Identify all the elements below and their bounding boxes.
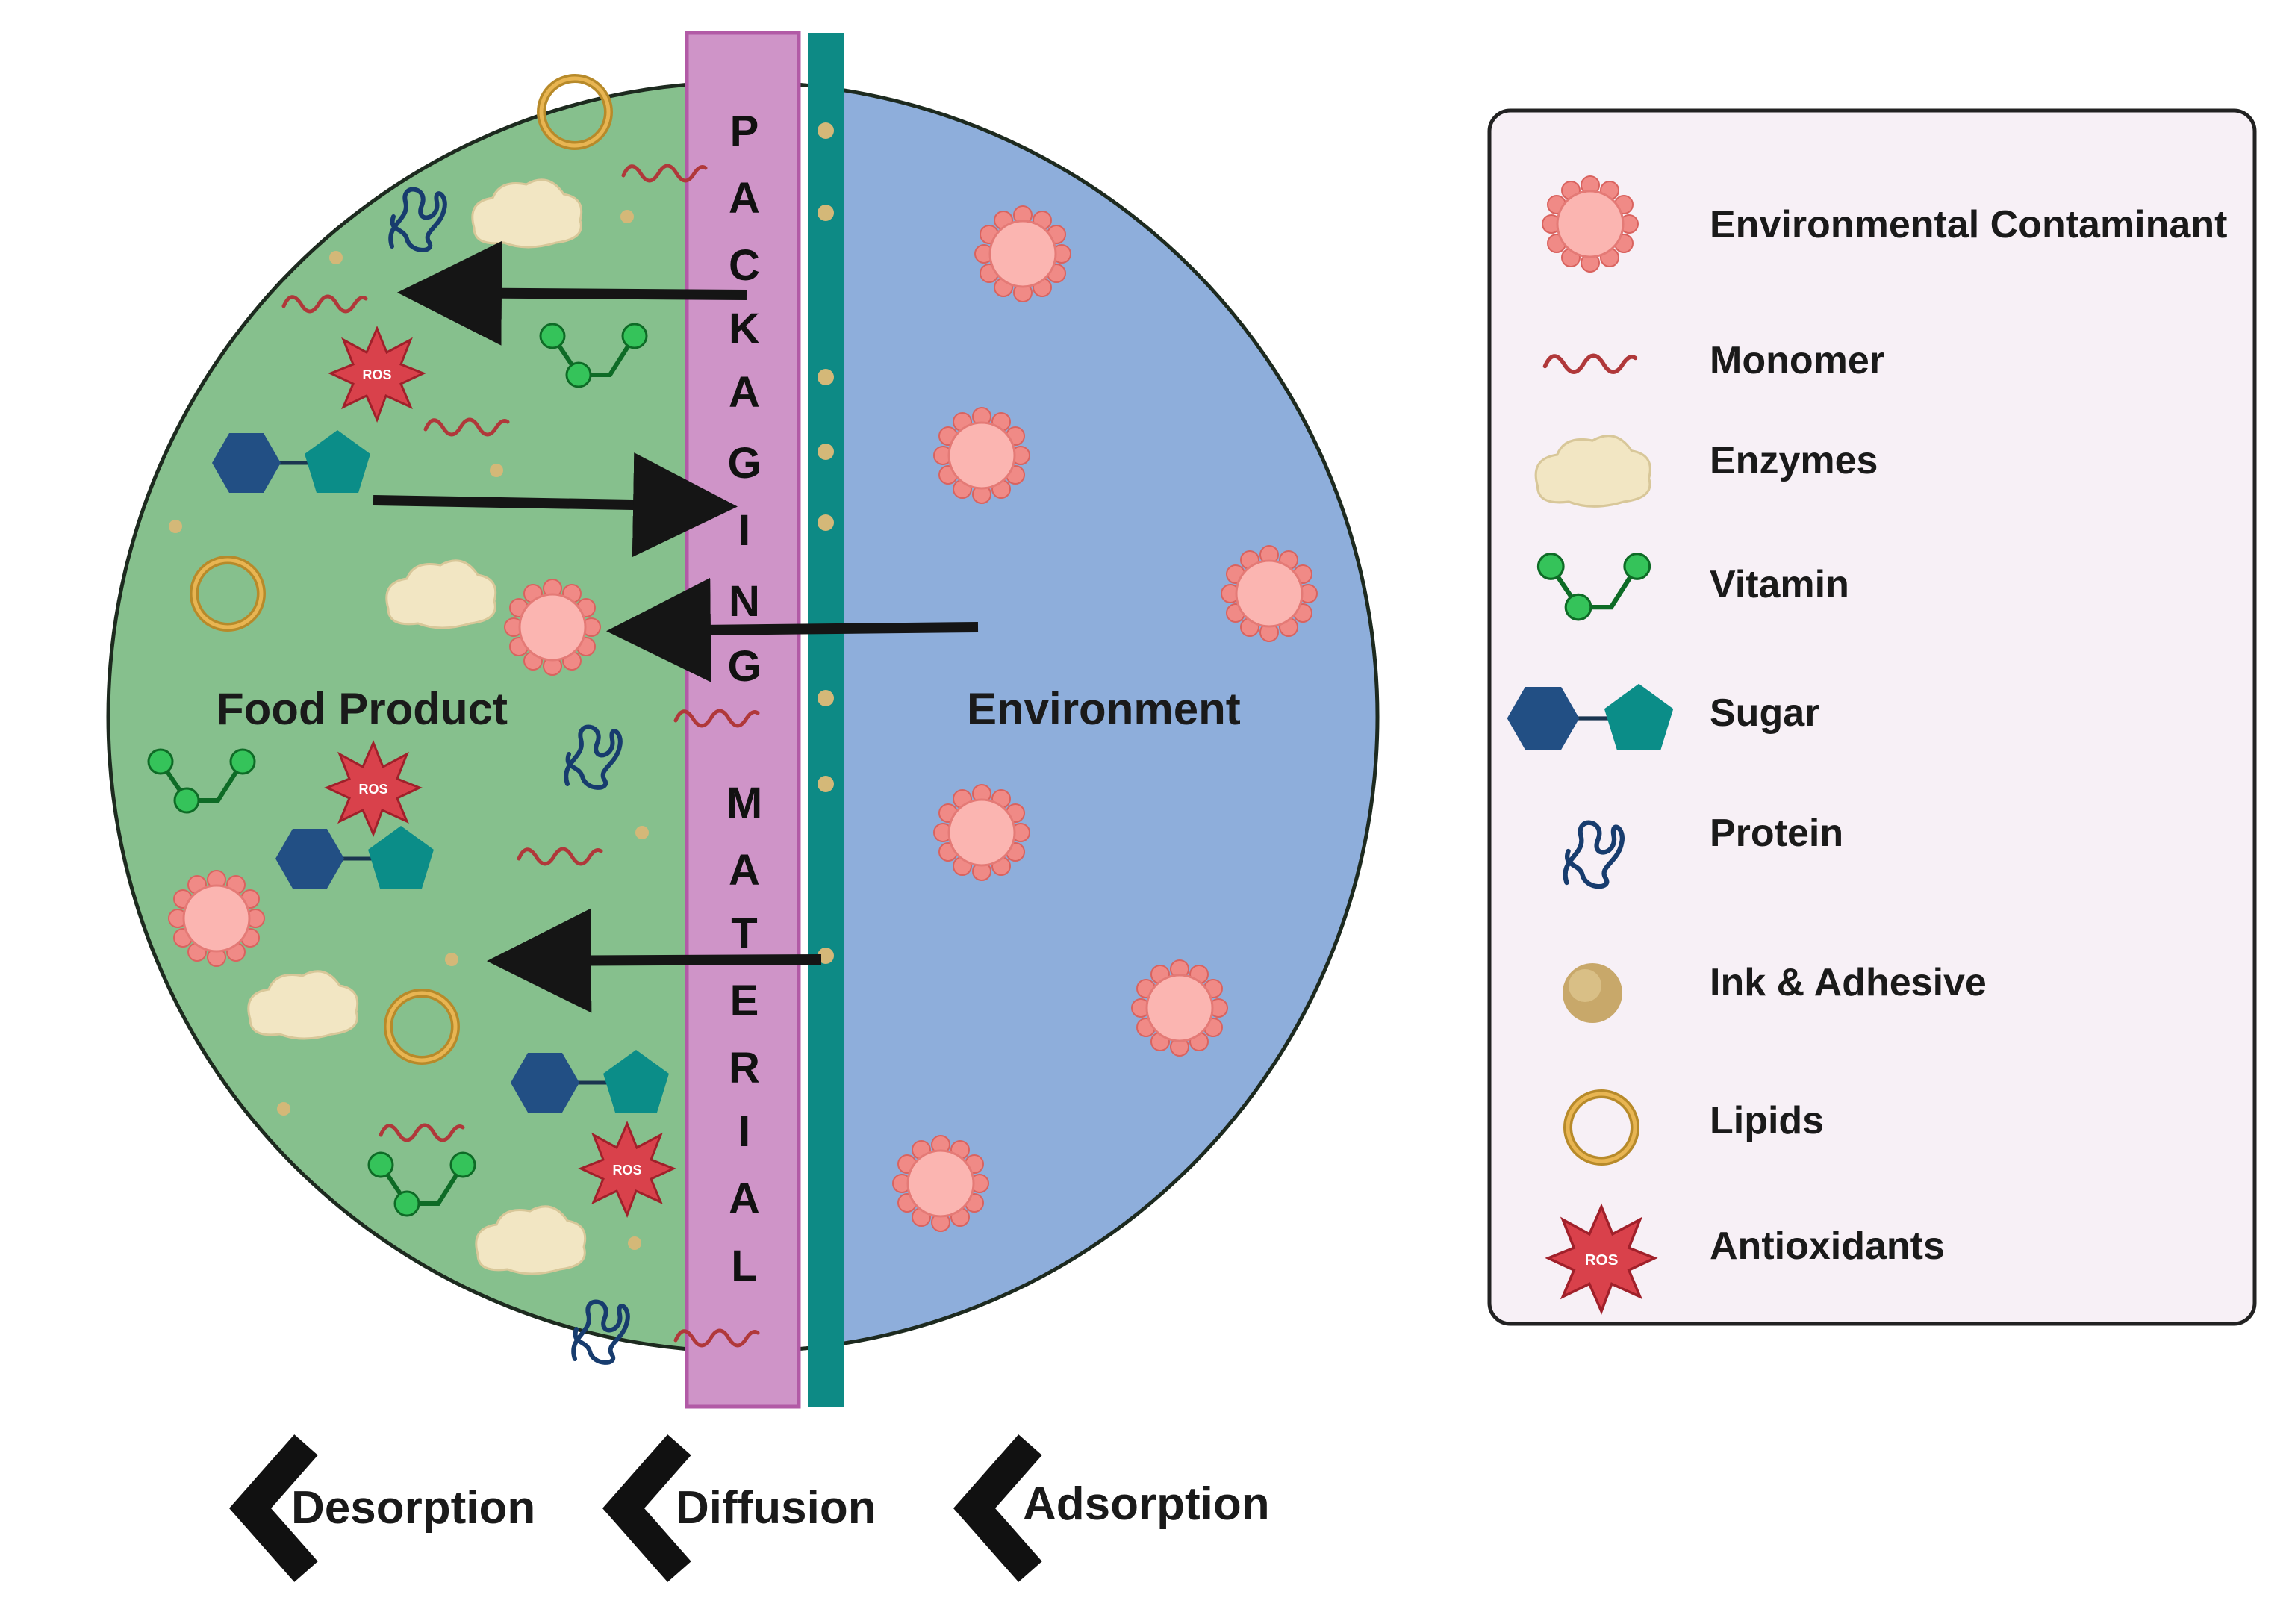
legend-label: Protein bbox=[1710, 812, 1843, 855]
packaging-letter: N bbox=[729, 577, 760, 626]
antioxidant-icon: ROS bbox=[1546, 1205, 1657, 1313]
arrow-to-packaging bbox=[373, 452, 738, 558]
packaging-letter: G bbox=[727, 439, 761, 488]
antioxidant-icon: ROS bbox=[326, 741, 421, 836]
packaging-letter: C bbox=[729, 241, 760, 290]
chevron-left-icon bbox=[228, 1434, 318, 1582]
packaging-letter: I bbox=[738, 506, 750, 555]
legend-label: Antioxidants bbox=[1710, 1225, 1945, 1268]
packaging-letter: E bbox=[730, 977, 759, 1025]
food-molecules: ROS ROS ROS bbox=[149, 78, 758, 1363]
ink-adhesive-icon bbox=[329, 251, 343, 264]
packaging-letter: A bbox=[729, 846, 760, 895]
legend-label: Ink & Adhesive bbox=[1710, 961, 1987, 1004]
legend-label: Vitamin bbox=[1710, 563, 1849, 606]
adsorption-label: Adsorption bbox=[1023, 1478, 1270, 1530]
arrow-env-to-food bbox=[606, 577, 979, 682]
antioxidant-icon: ROS bbox=[579, 1122, 675, 1216]
legend-label: Lipids bbox=[1710, 1099, 1824, 1142]
packaging-material-layer bbox=[685, 31, 801, 1409]
ink-adhesive-icon bbox=[620, 210, 634, 223]
packaging-letter: R bbox=[729, 1044, 760, 1092]
arrow-barrier-to-food bbox=[487, 908, 822, 1013]
antioxidant-badge: ROS bbox=[612, 1163, 641, 1177]
chevron-left-icon bbox=[953, 1434, 1042, 1582]
ink-adhesive-icon bbox=[1563, 963, 1622, 1023]
packaging-letter: G bbox=[727, 642, 761, 691]
migration-arrows bbox=[373, 240, 979, 1013]
ink-adhesive-icon bbox=[445, 953, 458, 966]
packaging-letter: I bbox=[738, 1107, 750, 1156]
antioxidant-icon: ROS bbox=[329, 327, 425, 421]
packaging-letter: K bbox=[729, 305, 760, 353]
legend-label: Enzymes bbox=[1710, 439, 1878, 482]
desorption-label: Desorption bbox=[291, 1482, 535, 1534]
ink-adhesive-icon bbox=[169, 520, 182, 533]
antioxidant-badge: ROS bbox=[362, 367, 391, 382]
packaging-letter: T bbox=[731, 909, 757, 958]
barrier-ink-particles bbox=[818, 122, 834, 964]
arrow-to-food bbox=[397, 240, 747, 346]
ink-adhesive-icon bbox=[628, 1236, 641, 1250]
ink-adhesive-icon bbox=[490, 464, 503, 477]
packaging-letter: M bbox=[726, 779, 762, 827]
legend-label: Sugar bbox=[1710, 691, 1819, 735]
antioxidant-badge: ROS bbox=[1585, 1251, 1619, 1269]
food-product-label: Food Product bbox=[217, 684, 508, 734]
antioxidant-badge: ROS bbox=[358, 782, 387, 797]
packaging-letter: A bbox=[729, 368, 760, 417]
packaging-letter: P bbox=[730, 107, 759, 155]
ink-adhesive-icon bbox=[277, 1102, 290, 1116]
legend: Environmental Contaminant Monomer Enzyme… bbox=[1487, 108, 2257, 1326]
barrier-layer bbox=[808, 33, 844, 1407]
legend-label: Monomer bbox=[1710, 339, 1884, 382]
legend-label: Environmental Contaminant bbox=[1710, 203, 2227, 246]
packaging-letter: L bbox=[731, 1242, 757, 1290]
process-labels: Desorption Diffusion Adsorption bbox=[228, 1434, 1270, 1582]
packaging-letter: A bbox=[729, 174, 760, 223]
diffusion-label: Diffusion bbox=[676, 1482, 876, 1534]
chevron-left-icon bbox=[602, 1434, 691, 1582]
legend-box bbox=[1487, 108, 2257, 1326]
ink-adhesive-icon bbox=[635, 826, 649, 839]
environment-label: Environment bbox=[967, 684, 1241, 734]
packaging-letter: A bbox=[729, 1175, 760, 1223]
